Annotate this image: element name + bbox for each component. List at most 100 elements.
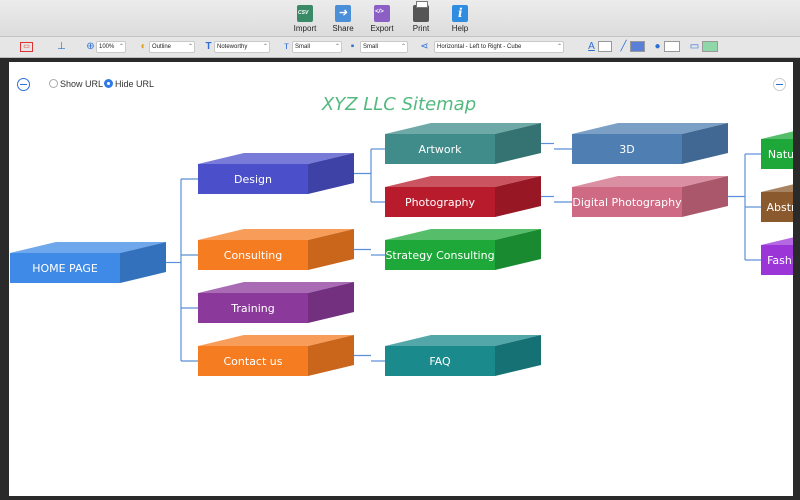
node-top-face — [198, 335, 354, 346]
import-csv-icon — [297, 5, 313, 22]
node-side-face — [495, 335, 541, 376]
node-label: Natu — [768, 148, 793, 161]
font-size-icon: ᴛ — [284, 41, 289, 52]
hierarchy-icon[interactable]: ⊥ — [57, 41, 66, 52]
node-top-face — [385, 123, 541, 134]
node-side-face — [308, 229, 354, 270]
node-label: Photography — [405, 196, 476, 209]
main-toolbar: Import Share Export Print Help — [0, 0, 800, 37]
node-label: Strategy Consulting — [385, 249, 494, 262]
text-color-icon: A — [588, 41, 595, 52]
node-top-face — [572, 123, 728, 134]
connector-lines — [166, 142, 761, 362]
node-top-face — [385, 176, 541, 187]
sitemap-title: XYZ LLC Sitemap — [321, 94, 477, 115]
node-front-face — [572, 187, 682, 217]
node-front-face — [761, 192, 793, 222]
sitemap-node-faq[interactable]: FAQ — [385, 335, 541, 376]
sitemap-node-strategy[interactable]: Strategy Consulting — [385, 229, 541, 270]
hide-url-radio[interactable]: Hide URL — [104, 79, 154, 89]
node-top-face — [761, 131, 793, 139]
sitemap-node-design[interactable]: Design — [198, 153, 354, 194]
node-top-face — [198, 282, 354, 293]
node-top-face — [10, 242, 166, 253]
node-top-face — [385, 229, 541, 240]
radio-off-icon — [49, 79, 58, 88]
layout-select[interactable]: Horizontal - Left to Right - Cube — [434, 41, 564, 53]
background-color-swatch[interactable] — [702, 41, 718, 52]
zoom-select[interactable]: 100% — [96, 41, 126, 53]
node-label: Abstr — [766, 201, 793, 214]
node-front-face — [385, 240, 495, 270]
zoom-icon: ⊕ — [86, 41, 95, 52]
node-front-face — [385, 187, 495, 217]
node-top-face — [761, 184, 793, 192]
node-front-face — [572, 134, 682, 164]
font-select[interactable]: Noteworthy — [214, 41, 270, 53]
sitemap-node-nature[interactable]: Natu — [761, 128, 793, 169]
node-side-face — [682, 176, 728, 217]
sitemap-node-abstract[interactable]: Abstr — [761, 181, 793, 222]
radio-on-icon — [104, 79, 113, 88]
node-side-face — [495, 123, 541, 164]
collapse-icon[interactable] — [17, 78, 30, 91]
line-color-swatch[interactable] — [630, 41, 645, 52]
node-side-face — [495, 229, 541, 270]
layout-share-icon: ⋖ — [420, 41, 429, 52]
node-side-face — [120, 242, 166, 283]
sitemap-node-contact[interactable]: Contact us — [198, 335, 354, 376]
sitemap-node-training[interactable]: Training — [198, 282, 354, 323]
outline-icon: ◐ — [140, 41, 147, 52]
node-label: Artwork — [419, 143, 463, 156]
node-label: FAQ — [429, 355, 451, 368]
background-icon: ▭ — [689, 41, 700, 52]
import-button[interactable]: Import — [285, 2, 325, 35]
spacing-icon: ▪ — [350, 41, 355, 52]
info-icon — [452, 5, 468, 22]
node-front-face — [198, 293, 308, 323]
node-front-face — [198, 240, 308, 270]
sitemap-node-artwork[interactable]: Artwork — [385, 123, 541, 164]
font-size-select[interactable]: Small — [292, 41, 342, 53]
node-label: Training — [230, 302, 274, 315]
sitemap-node-3d[interactable]: 3D — [572, 123, 728, 164]
printer-icon — [413, 1, 429, 22]
node-front-face — [198, 346, 308, 376]
node-side-face — [682, 123, 728, 164]
node-front-face — [385, 346, 495, 376]
map-view-icon[interactable]: ▭ — [20, 42, 33, 52]
node-top-face — [198, 153, 354, 164]
export-button[interactable]: Export — [362, 2, 402, 35]
sitemap-node-home[interactable]: HOME PAGE — [10, 242, 166, 283]
text-color-swatch[interactable] — [598, 41, 612, 52]
node-top-face — [761, 237, 793, 245]
sitemap-node-consulting[interactable]: Consulting — [198, 229, 354, 270]
share-button[interactable]: Share — [323, 2, 363, 35]
show-url-radio[interactable]: Show URL — [49, 79, 103, 89]
fill-color-icon: ● — [654, 41, 661, 52]
print-button[interactable]: Print — [401, 1, 441, 35]
sitemap-node-photography[interactable]: Photography — [385, 176, 541, 217]
sitemap-nodes: HOME PAGE DesignConsultingTrainingContact… — [10, 123, 793, 376]
font-icon: T — [205, 41, 212, 52]
spacing-select[interactable]: Small — [360, 41, 408, 53]
node-label: Contact us — [224, 355, 283, 368]
node-label: Fashi — [767, 254, 793, 267]
sitemap-node-digital[interactable]: Digital Photography — [572, 176, 728, 217]
help-button[interactable]: Help — [440, 2, 480, 35]
node-front-face — [761, 139, 793, 169]
node-front-face — [10, 253, 120, 283]
outline-select[interactable]: Outline — [149, 41, 195, 53]
sitemap-diagram: HOME PAGE DesignConsultingTrainingContact… — [10, 123, 793, 376]
node-front-face — [198, 164, 308, 194]
node-label: Design — [234, 173, 272, 186]
sitemap-node-fashion[interactable]: Fashi — [761, 234, 793, 275]
export-code-icon — [374, 5, 390, 22]
fill-color-swatch[interactable] — [664, 41, 680, 52]
expand-icon[interactable] — [773, 78, 786, 91]
node-label: HOME PAGE — [32, 262, 98, 275]
share-icon — [335, 5, 351, 22]
node-front-face — [385, 134, 495, 164]
sitemap-canvas[interactable]: Show URL Hide URL XYZ LLC Sitemap HOME P… — [9, 62, 793, 496]
